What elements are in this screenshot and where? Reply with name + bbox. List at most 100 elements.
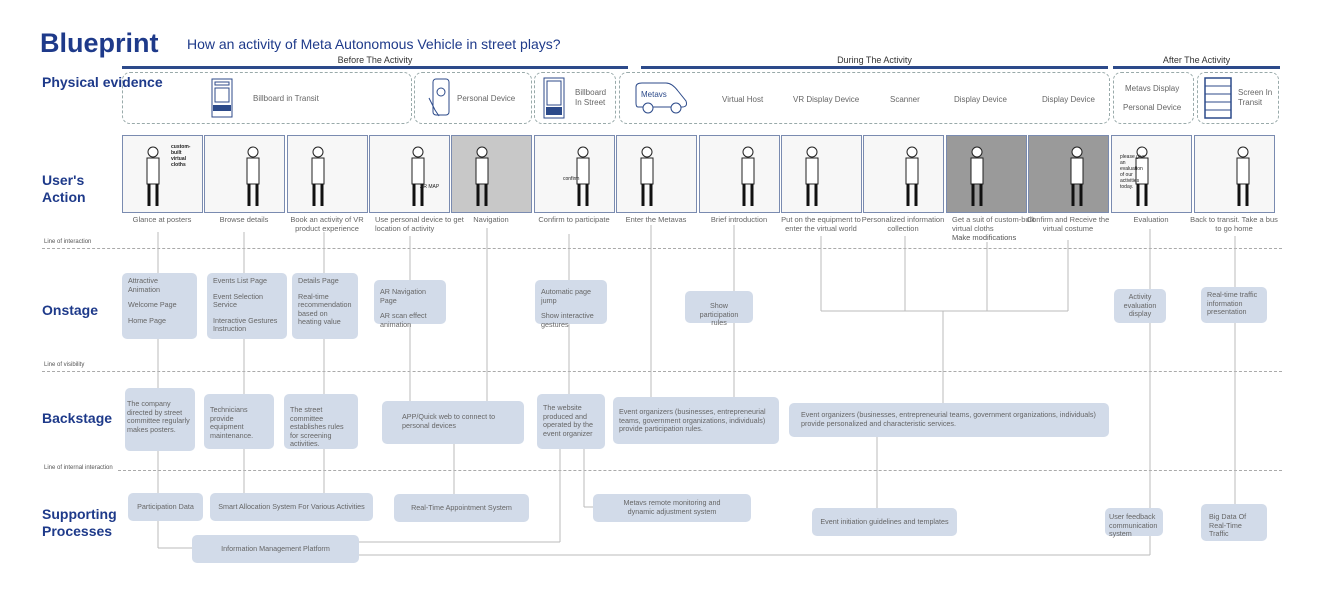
onstage-item: Welcome Page bbox=[128, 300, 177, 309]
onstage-item: Show participation rules bbox=[699, 301, 739, 327]
screen-icon bbox=[1204, 77, 1232, 119]
onstage-item: AR scan effect animation bbox=[380, 311, 427, 329]
storyboard-frame: confirm bbox=[534, 135, 615, 213]
support-box: Event initiation guidelines and template… bbox=[812, 508, 957, 536]
storyboard-text: confirm bbox=[563, 176, 580, 182]
backstage-box: The company directed by street committee… bbox=[125, 388, 195, 451]
page-title: Blueprint bbox=[40, 28, 159, 58]
evidence-group-during: Metavs Virtual Host VR Display Device Sc… bbox=[619, 72, 1110, 124]
support-box: Participation Data bbox=[128, 493, 203, 521]
evidence-group-device: Personal Device bbox=[414, 72, 532, 124]
backstage-box: Event organizers (businesses, entreprene… bbox=[789, 403, 1109, 437]
storyboard-frame bbox=[287, 135, 368, 213]
row-label-physical: Physical evidence bbox=[42, 74, 163, 90]
person-illustration bbox=[1236, 146, 1250, 206]
evidence-label: Metavs Display bbox=[1125, 84, 1180, 93]
support-box: Metavs remote monitoring and dynamic adj… bbox=[593, 494, 751, 522]
person-illustration bbox=[1135, 146, 1149, 206]
user-action-label: Glance at posters bbox=[132, 215, 192, 224]
line-label: Line of visibility bbox=[44, 362, 85, 368]
backstage-box: The street committee establishes rules f… bbox=[284, 394, 358, 449]
backstage-box: APP/Quick web to connect to personal dev… bbox=[382, 401, 524, 444]
user-action-label: Confirm and Receive the virtual costume bbox=[1026, 215, 1110, 233]
row-label-action: User's Action bbox=[42, 172, 86, 205]
person-illustration bbox=[146, 146, 160, 206]
storyboard-frame: custom-built virtual cloths bbox=[122, 135, 203, 213]
evidence-label: Display Device bbox=[1042, 95, 1095, 104]
evidence-label: Virtual Host bbox=[722, 95, 764, 104]
support-box: Big Data Of Real-Time Traffic bbox=[1201, 504, 1267, 541]
storyboard-frame bbox=[451, 135, 532, 213]
support-box: Information Management Platform bbox=[192, 535, 359, 563]
billboard-icon bbox=[211, 78, 233, 118]
support-box: Smart Allocation System For Various Acti… bbox=[210, 493, 373, 521]
line-of-internal-interaction bbox=[118, 470, 1282, 471]
row-label-backstage: Backstage bbox=[42, 410, 113, 426]
storyboard-frame bbox=[781, 135, 862, 213]
evidence-label: Personal Device bbox=[457, 94, 516, 103]
evidence-group-transit: Billboard in Transit bbox=[122, 72, 412, 124]
support-box: User feedback communication system bbox=[1105, 508, 1163, 538]
phase-before: Before The Activity bbox=[337, 55, 413, 65]
onstage-item: AR Navigation Page bbox=[380, 287, 426, 305]
evidence-label: Display Device bbox=[954, 95, 1007, 104]
user-action-label: Personalized information collection bbox=[861, 215, 945, 233]
storyboard-text: AR MAP bbox=[420, 184, 440, 190]
person-illustration bbox=[311, 146, 325, 206]
evidence-label: Personal Device bbox=[1123, 103, 1182, 112]
user-action-label: Book an activity of VR product experienc… bbox=[290, 215, 364, 233]
backstage-box: Technicians provide equipment maintenanc… bbox=[204, 394, 274, 449]
onstage-box: Show participation rules bbox=[685, 291, 753, 327]
evidence-label: Screen In Transit bbox=[1238, 88, 1273, 107]
page-subtitle: How an activity of Meta Autonomous Vehic… bbox=[187, 36, 561, 52]
line-label: Line of interaction bbox=[44, 239, 92, 245]
person-illustration bbox=[246, 146, 260, 206]
storyboard-frame bbox=[1028, 135, 1109, 213]
evidence-group-street: Billboard In Street bbox=[534, 72, 616, 124]
evidence-label: VR Display Device bbox=[793, 95, 860, 104]
phone-icon bbox=[428, 78, 450, 117]
person-illustration bbox=[905, 146, 919, 206]
evidence-label: Scanner bbox=[890, 95, 920, 104]
storyboard-frame bbox=[946, 135, 1027, 213]
storyboard-text: please give an evaluation of our activit… bbox=[1120, 154, 1146, 190]
onstage-box: AR Navigation Page AR scan effect animati… bbox=[374, 280, 446, 328]
onstage-item: Real-time recommendation based on heatin… bbox=[298, 291, 352, 326]
storyboard-frame bbox=[1194, 135, 1275, 213]
storyboard-text: custom-built virtual cloths bbox=[171, 144, 191, 168]
row-label-onstage: Onstage bbox=[42, 302, 99, 318]
onstage-box: Real-time traffic information presentati… bbox=[1201, 287, 1267, 323]
user-action-label: Enter the Metavas bbox=[625, 215, 687, 224]
backstage-box: The website produced and operated by the… bbox=[537, 394, 605, 449]
phase-bar bbox=[1113, 66, 1280, 69]
onstage-item: Show interactive gestures bbox=[541, 311, 594, 329]
line-label: Line of internal interaction bbox=[44, 465, 113, 471]
storyboard-frame bbox=[863, 135, 944, 213]
onstage-item: Details Page bbox=[298, 276, 339, 285]
phase-during: During The Activity bbox=[837, 55, 912, 65]
metavs-logo-text: Metavs bbox=[641, 90, 667, 99]
evidence-label: Billboard In Street bbox=[575, 88, 607, 107]
evidence-label: Billboard in Transit bbox=[253, 94, 319, 103]
onstage-box: Activity evaluation display bbox=[1114, 289, 1166, 323]
onstage-item: Event Selection Service bbox=[213, 291, 263, 309]
onstage-item: Automatic page jump bbox=[541, 287, 591, 305]
storyboard-frame: please give an evaluation of our activit… bbox=[1111, 135, 1192, 213]
phase-bar bbox=[122, 66, 628, 69]
onstage-item: Attractive Animation bbox=[128, 276, 160, 294]
user-action-label: Brief introduction bbox=[710, 215, 768, 224]
user-action-label: Browse details bbox=[219, 215, 269, 224]
evidence-group-screen: Screen In Transit bbox=[1197, 72, 1279, 124]
support-box: Real-Time Appointment System bbox=[394, 494, 529, 522]
billboard-icon bbox=[543, 77, 565, 119]
onstage-item: Events List Page bbox=[213, 276, 267, 285]
phase-bar bbox=[641, 66, 1108, 69]
user-action-label: Back to transit. Take a bus to go home bbox=[1190, 215, 1278, 233]
storyboard-frame: AR MAP bbox=[369, 135, 450, 213]
